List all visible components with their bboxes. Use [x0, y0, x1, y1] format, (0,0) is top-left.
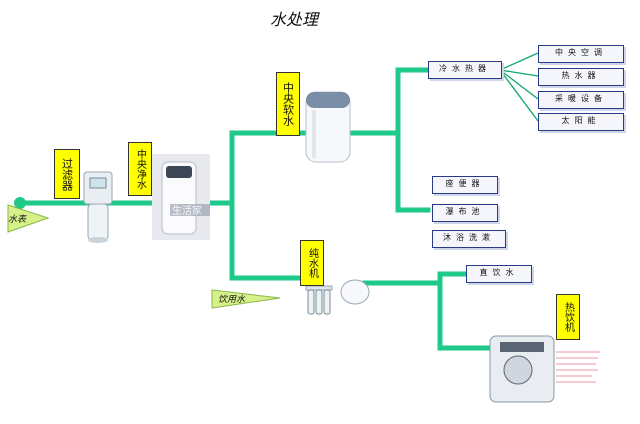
hot-drink-device	[489, 335, 600, 403]
target-heating: 采暖设备	[538, 91, 624, 109]
softener-device	[305, 91, 351, 163]
sanitary-shower: 沐浴洗漱	[432, 230, 506, 248]
target-solar: 太阳能	[538, 113, 624, 131]
page-title: 水处理	[270, 10, 319, 29]
inlet-label: 水表	[8, 215, 27, 225]
inlet-triangle	[7, 204, 50, 233]
purifier-device	[152, 154, 210, 240]
drinking-triangle	[211, 289, 281, 309]
filter-device	[83, 171, 113, 243]
pure-water-device	[305, 279, 370, 315]
drinking-label: 饮用水	[218, 295, 246, 305]
sanitary-toilet: 座便器	[432, 176, 498, 194]
heater-box: 冷水热器	[428, 61, 502, 79]
target-ac: 中央空调	[538, 45, 624, 63]
watermark-text: 生活家	[172, 206, 202, 217]
target-water-heater: 热水器	[538, 68, 624, 86]
purifier-label: 中央净水	[128, 142, 152, 196]
pipes	[17, 67, 493, 351]
filter-label: 过滤器	[54, 149, 80, 199]
direct-drink-box: 直饮水	[466, 265, 532, 283]
pure-water-label: 纯水机	[300, 240, 324, 286]
heater-fan-lines	[499, 52, 539, 122]
sanitary-pool: 瀑布池	[432, 204, 498, 222]
softener-label: 中央软水	[276, 72, 300, 136]
hot-drink-label: 热饮机	[556, 294, 580, 340]
